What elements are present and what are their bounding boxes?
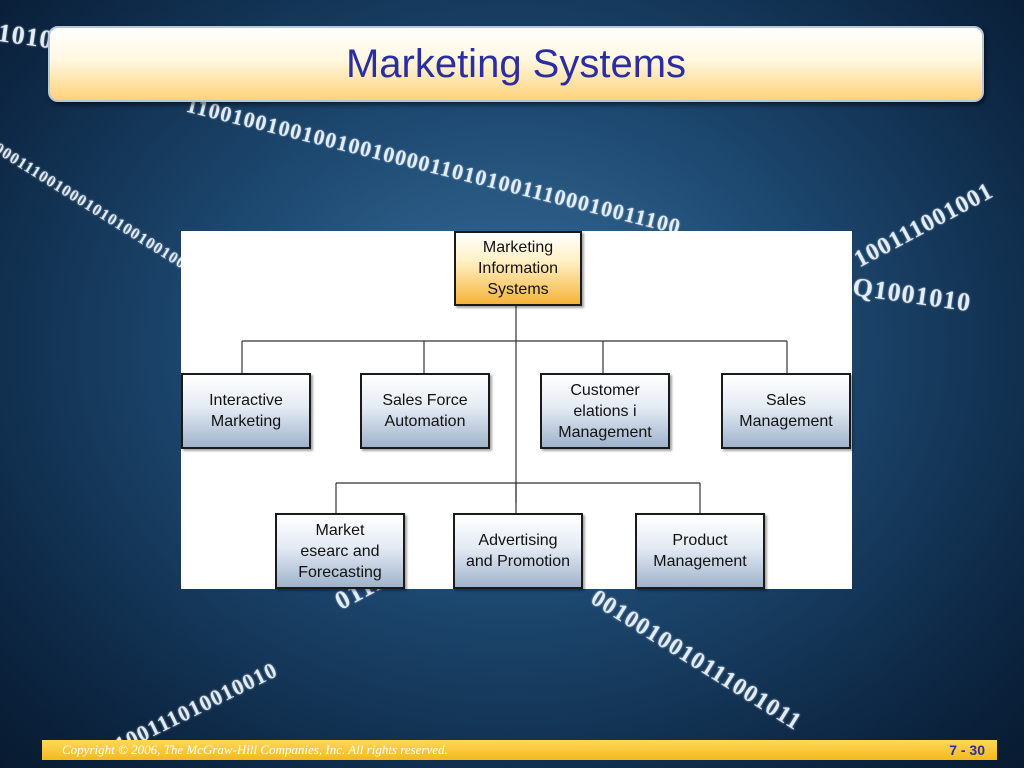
org-node-product-management: Product Management: [635, 513, 765, 589]
binary-text: 0001110010001010100100100: [0, 140, 190, 273]
org-node-sales-management: Sales Management: [721, 373, 851, 449]
org-node-marketing-information-systems: Marketing Information Systems: [454, 231, 582, 306]
org-node-market-research-and-forecasting: Market esearc and Forecasting: [275, 513, 405, 589]
org-node-sales-force-automation: Sales Force Automation: [360, 373, 490, 449]
page-number: 7 - 30: [949, 742, 985, 758]
title-bar: Marketing Systems: [48, 26, 984, 102]
footer-bar: Copyright © 2006, The McGraw-Hill Compan…: [42, 740, 997, 760]
connector-lines: [241, 305, 788, 513]
org-node-customer-relations-management: Customer elations i Management: [540, 373, 670, 449]
copyright-text: Copyright © 2006, The McGraw-Hill Compan…: [62, 742, 448, 757]
binary-text: 1100100100100100100001101010011100010011…: [183, 92, 684, 240]
slide-title: Marketing Systems: [345, 41, 687, 86]
binary-text: Q1001010: [850, 272, 974, 318]
org-node-interactive-marketing: Interactive Marketing: [181, 373, 311, 449]
org-node-advertising-and-promotion: Advertising and Promotion: [453, 513, 583, 589]
binary-text: 100111001001: [850, 178, 998, 273]
org-chart: Marketing Information Systems Interactiv…: [181, 231, 852, 589]
binary-text: 0010010010111001011: [586, 585, 807, 736]
